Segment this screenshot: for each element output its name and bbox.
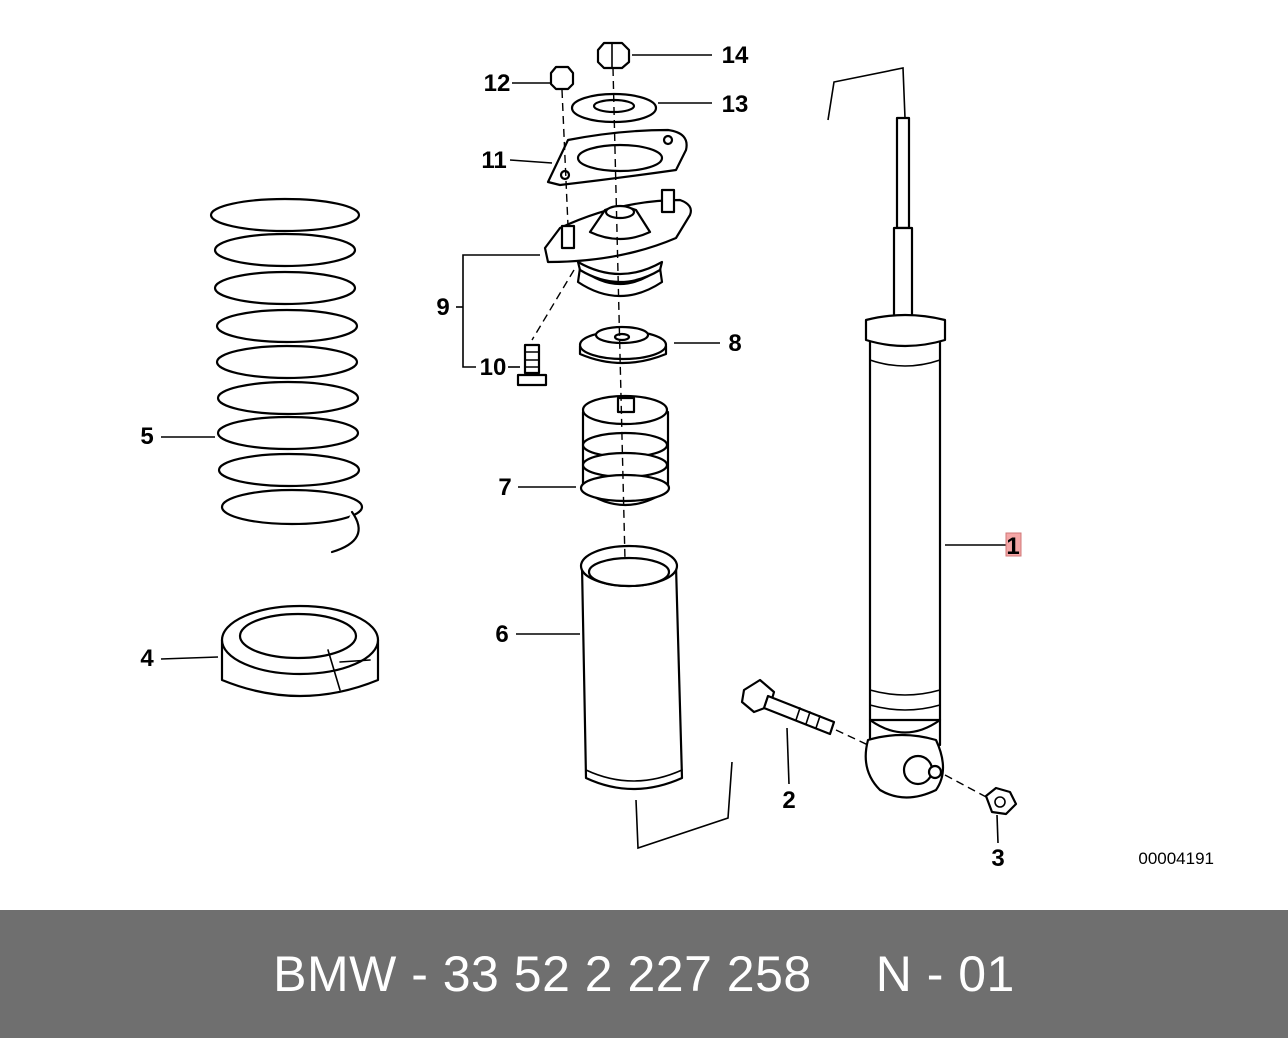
bump-stop [579, 394, 671, 507]
small-nut [549, 65, 575, 91]
assembly-lines [531, 67, 989, 850]
coil-spring [209, 197, 364, 554]
gasket-plate [546, 128, 688, 187]
diagram-reference-number: 00004191 [1138, 849, 1214, 868]
callout-9: 9 [436, 294, 449, 321]
callout-4: 4 [140, 645, 154, 672]
callout-3: 3 [991, 845, 1004, 872]
callout-1: 1 [1006, 533, 1019, 560]
callout-8: 8 [728, 330, 741, 357]
support-plate [578, 325, 668, 365]
callout-6: 6 [495, 621, 508, 648]
callout-labels: 1 2 3 4 5 6 7 8 9 10 11 12 13 14 0000419… [140, 42, 1214, 872]
callout-5: 5 [140, 423, 153, 450]
spring-seat [220, 604, 380, 698]
callout-10: 10 [480, 354, 507, 381]
part-number-footer: BMW - 33 52 2 227 258 N - 01 [0, 910, 1288, 1038]
parts-diagram: 1 2 3 4 5 6 7 8 9 10 11 12 13 14 0000419… [140, 41, 1214, 872]
lower-bolt [740, 678, 836, 736]
callout-1-highlight [1005, 532, 1022, 557]
protective-tube [579, 544, 684, 791]
callout-13: 13 [722, 91, 749, 118]
shock-absorber [864, 116, 947, 799]
callout-7: 7 [498, 474, 511, 501]
top-nut [596, 41, 631, 70]
callout-12: 12 [484, 70, 511, 97]
lower-nut [984, 786, 1018, 816]
part-number-text: BMW - 33 52 2 227 258 [273, 946, 812, 1002]
diagram-position-text: N - 01 [875, 946, 1015, 1002]
leader-lines [160, 54, 1006, 844]
callout-11: 11 [481, 147, 506, 174]
exploded-view-drawing: 1 2 3 4 5 6 7 8 9 10 11 12 13 14 0000419… [140, 41, 1214, 872]
support-bearing [543, 188, 692, 298]
mount-bolt [516, 343, 548, 387]
callout-14: 14 [722, 42, 749, 69]
callout-2: 2 [782, 787, 795, 814]
